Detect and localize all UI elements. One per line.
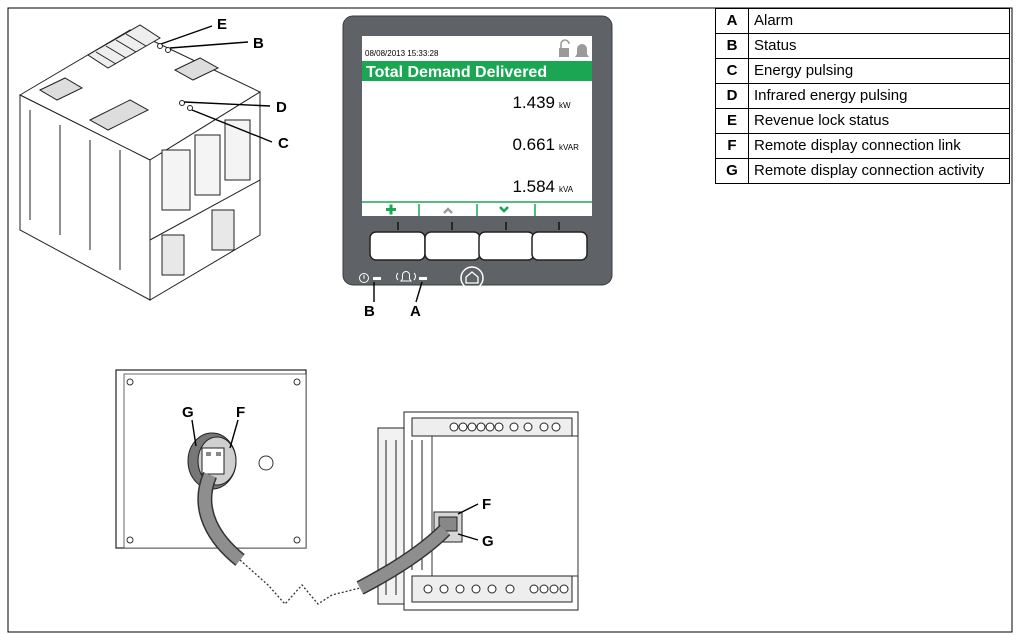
callout-b-display: B [364,303,375,320]
legend-letter: C [715,58,749,84]
figure-frame [7,7,1013,633]
legend-label: Status [748,33,1010,59]
screen-title-bar [362,61,592,81]
legend-letter: B [715,33,749,59]
legend-letter: G [715,158,749,184]
remote-leader-lines [191,419,239,449]
meter-top-view [18,24,262,301]
callout-f-meter-side: F [482,496,491,513]
reading-2-value: 0.661 [512,135,555,154]
callout-d-meter: D [276,99,287,116]
legend-letter: A [715,8,749,34]
legend-letter: D [715,83,749,109]
reading-3-unit: kVA [559,185,574,194]
home-button[interactable] [460,266,484,290]
screen-datetime: 08/08/2013 15:33:28 [365,49,439,58]
status-led [373,277,381,280]
alarm-icon [396,271,416,282]
legend-label: Alarm [748,8,1010,34]
display-leader-lines [373,281,423,303]
callout-b-meter: B [253,35,264,52]
alarm-led [419,277,427,280]
softkey-3[interactable] [478,231,535,261]
callout-g-meter-side: G [482,533,494,550]
callout-c-meter: C [278,135,289,152]
reading-3-value: 1.584 [512,177,555,196]
remote-display-back [115,369,307,566]
legend-label: Energy pulsing [748,58,1010,84]
callout-e-meter: E [217,16,227,33]
display-panel: 08/08/2013 15:33:28 Total Demand Deliver… [342,15,613,290]
legend-label: Infrared energy pulsing [748,83,1010,109]
callout-a-display: A [410,303,421,320]
legend-label: Remote display connection link [748,133,1010,159]
softkey-2[interactable] [424,231,481,261]
meter-side-view [356,411,579,611]
home-icon[interactable] [460,266,484,290]
plus-icon [386,204,396,215]
chevron-down-icon [499,206,509,213]
lock-icon [559,39,570,57]
callout-g-remote: G [182,404,194,421]
legend-letter: E [715,108,749,134]
bell-icon [575,44,589,57]
connection-link [239,559,361,605]
legend-label: Remote display connection activity [748,158,1010,184]
chevron-up-icon [443,207,453,214]
meter-side-leader-lines [457,503,479,541]
softkey-buttons[interactable] [369,231,588,261]
softkey-1[interactable] [369,231,426,261]
reading-2-unit: kVAR [559,143,579,152]
status-icon [359,273,369,283]
screen-title: Total Demand Delivered [366,64,547,81]
legend-letter: F [715,133,749,159]
callout-f-remote: F [236,404,245,421]
meter-top-leader-lines [160,25,273,143]
reading-1-unit: kW [559,101,571,110]
reading-1-value: 1.439 [512,93,555,112]
softkey-4[interactable] [531,231,588,261]
legend-label: Revenue lock status [748,108,1010,134]
